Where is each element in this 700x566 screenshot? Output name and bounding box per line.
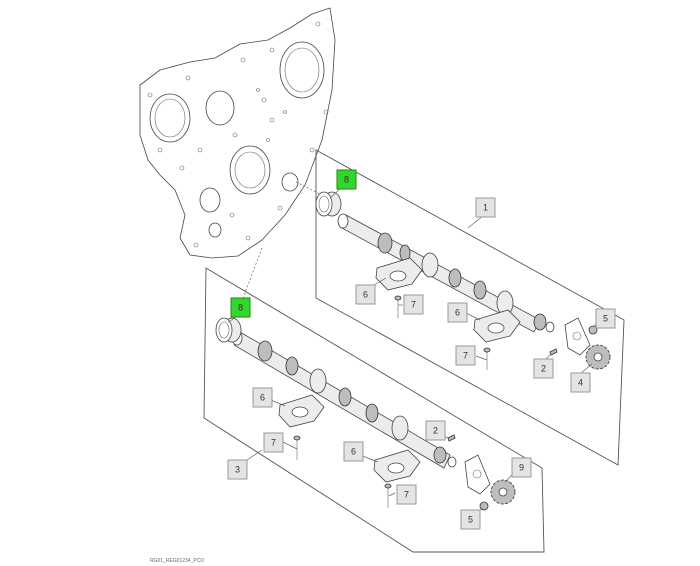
svg-text:7: 7 xyxy=(404,490,409,500)
upper-bolt-7a xyxy=(394,295,402,318)
svg-text:4: 4 xyxy=(578,378,583,388)
svg-text:3: 3 xyxy=(235,465,240,475)
lower-bushing-8 xyxy=(215,317,242,343)
callout-1: 1 xyxy=(475,197,496,218)
callout-7-upper-a: 7 xyxy=(403,294,424,315)
svg-text:5: 5 xyxy=(468,515,473,525)
svg-text:7: 7 xyxy=(463,351,468,361)
callout-4: 4 xyxy=(570,372,591,393)
lower-gear-9 xyxy=(490,479,516,505)
callout-7-lower-a: 7 xyxy=(263,432,284,453)
upper-thrust-plate-6b xyxy=(473,309,521,343)
alignment-line-lower xyxy=(235,247,263,319)
svg-text:6: 6 xyxy=(351,447,356,457)
lower-adapter-plate xyxy=(464,454,491,495)
lower-key-2 xyxy=(447,434,456,442)
gear-housing-plate xyxy=(139,7,336,259)
svg-text:6: 6 xyxy=(455,308,460,318)
upper-gear-4 xyxy=(585,344,611,370)
callout-9: 9 xyxy=(511,457,532,478)
upper-panel-frame xyxy=(315,149,625,466)
svg-text:2: 2 xyxy=(433,426,438,436)
svg-text:2: 2 xyxy=(541,364,546,374)
callout-6-lower-b: 6 xyxy=(343,441,364,462)
svg-text:1: 1 xyxy=(483,203,488,213)
figure-id: RG01_REG01234_PCO xyxy=(150,558,205,564)
lower-bolt-7a xyxy=(293,435,301,460)
lower-thrust-plate-6a xyxy=(278,394,325,428)
svg-text:8: 8 xyxy=(238,303,243,313)
svg-text:6: 6 xyxy=(363,290,368,300)
callout-6-upper-a: 6 xyxy=(355,284,376,305)
callout-3: 3 xyxy=(227,459,248,480)
callout-7-upper-b: 7 xyxy=(455,345,476,366)
lower-thrust-plate-6b xyxy=(373,449,421,483)
callout-7-lower-b: 7 xyxy=(396,484,417,505)
callout-8-lower: 8 xyxy=(230,297,251,318)
lower-bolt-7b xyxy=(384,483,392,508)
callout-5-lower: 5 xyxy=(460,509,481,530)
callout-2-upper: 2 xyxy=(533,358,554,379)
svg-text:7: 7 xyxy=(411,300,416,310)
leader-lines xyxy=(227,187,600,514)
upper-adapter-plate xyxy=(564,317,591,356)
upper-bushing-8 xyxy=(315,191,342,217)
upper-bolt-7b xyxy=(483,347,491,370)
svg-text:8: 8 xyxy=(344,175,349,185)
callout-6-lower-a: 6 xyxy=(252,387,273,408)
callout-2-lower: 2 xyxy=(425,420,446,441)
alignment-line-upper xyxy=(295,181,333,203)
lower-nut-5 xyxy=(479,501,489,511)
upper-thrust-plate-6a xyxy=(375,257,423,291)
callout-5-upper: 5 xyxy=(595,308,616,329)
upper-nut-5 xyxy=(588,325,598,335)
svg-text:5: 5 xyxy=(603,314,608,324)
callout-8-upper: 8 xyxy=(336,169,357,190)
svg-text:9: 9 xyxy=(519,463,524,473)
svg-text:7: 7 xyxy=(271,438,276,448)
lower-panel-frame xyxy=(203,267,545,553)
callout-6-upper-b: 6 xyxy=(447,302,468,323)
svg-text:6: 6 xyxy=(260,393,265,403)
upper-camshaft xyxy=(337,213,555,333)
